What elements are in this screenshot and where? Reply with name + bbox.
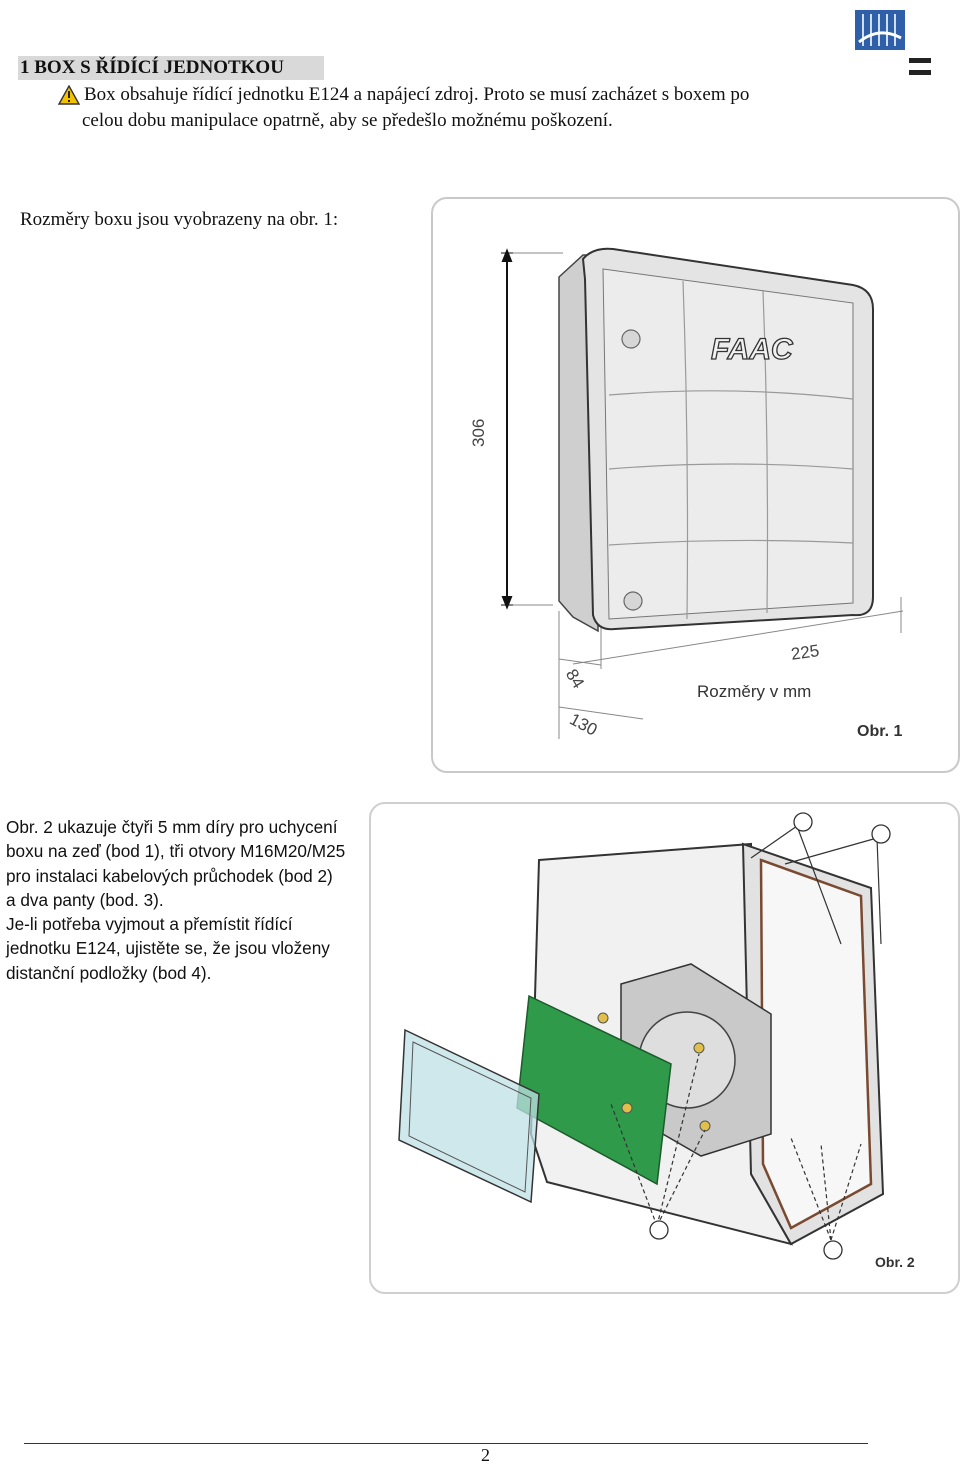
company-logo: [853, 8, 935, 108]
units-label: Rozměry v mm: [697, 682, 812, 701]
page-number: 2: [481, 1445, 490, 1465]
warning-text-line1: Box obsahuje řídící jednotku E124 a napá…: [84, 84, 750, 105]
description-paragraph-1: Obr. 2 ukazuje čtyři 5 mm díry pro uchyc…: [6, 817, 346, 910]
dimension-height: 306: [469, 418, 488, 447]
warning-text-line2: celou dobu manipulace opatrně, aby se př…: [82, 110, 613, 131]
figure-2-description: Obr. 2 ukazuje čtyři 5 mm díry pro uchyc…: [6, 815, 346, 985]
callout-2-icon: [823, 1240, 843, 1260]
brand-logo-text: FAAC: [711, 333, 794, 366]
box-drawing: FAAC: [501, 247, 904, 739]
figure-1-caption: Obr. 1: [857, 723, 903, 740]
figure-2-caption: Obr. 2: [875, 1254, 915, 1270]
description-paragraph-2: Je-li potřeba vyjmout a přemístit řídící…: [6, 914, 330, 983]
callout-4-icon: [649, 1220, 669, 1240]
footer-divider: [24, 1443, 868, 1444]
callout-3-icon: [793, 812, 813, 832]
figure-1-box-dimensions: FAAC 306 225 84 130 Rozměry v mm Obr. 1: [431, 197, 960, 773]
figure-2-exploded-box: Obr. 2: [369, 802, 960, 1294]
section-heading: 1 BOX S ŘÍDÍCÍ JEDNOTKOU: [18, 56, 324, 80]
callout-1-icon: [871, 824, 891, 844]
exploded-box-drawing: [398, 812, 891, 1260]
warning-triangle-icon: [57, 84, 81, 105]
dimension-width: 225: [789, 641, 821, 664]
dimensions-intro: Rozměry boxu jsou vyobrazeny na obr. 1:: [20, 209, 339, 230]
